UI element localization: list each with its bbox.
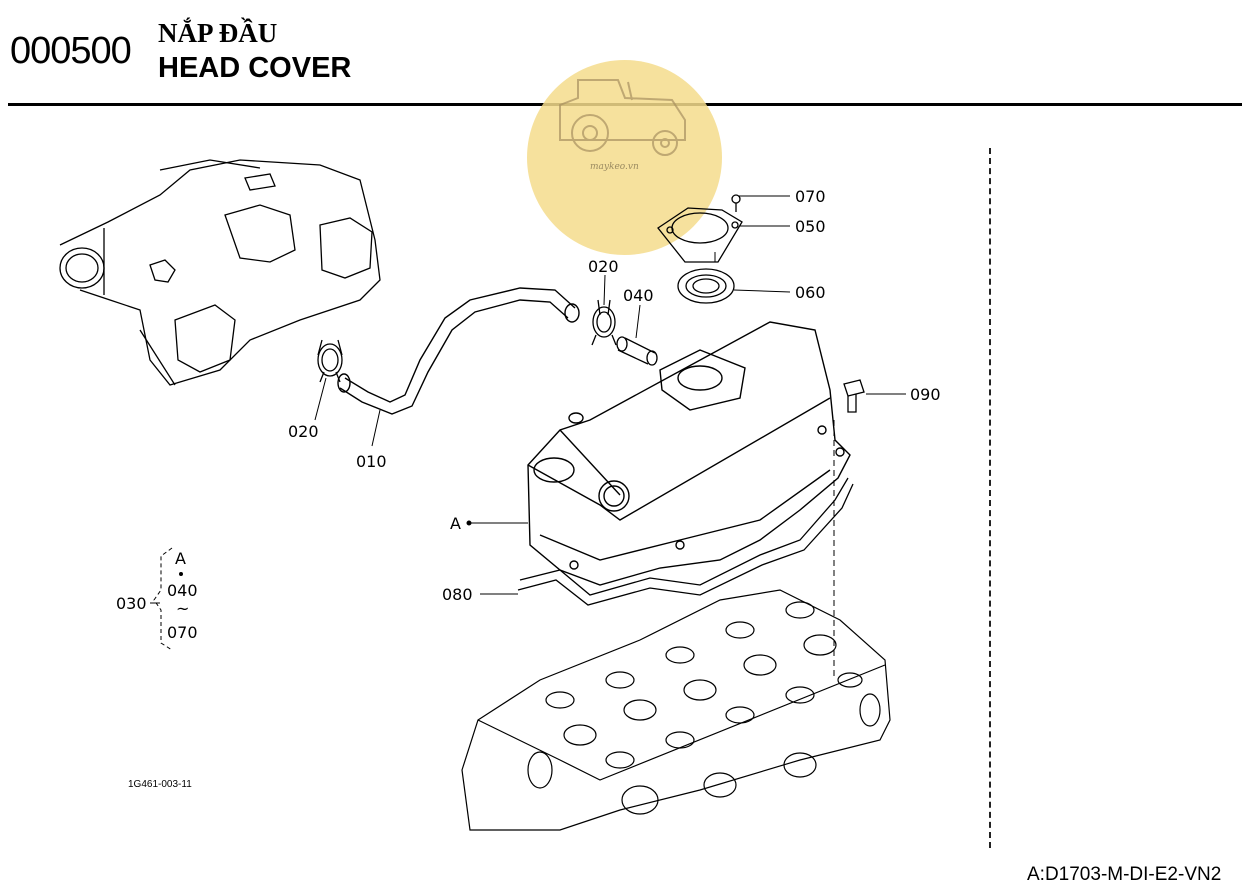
callout-010: 010 <box>356 452 387 471</box>
figure-id: 1G461-003-11 <box>128 779 192 790</box>
section-code: 000500 <box>10 30 132 72</box>
watermark-text: maykeo.vn <box>590 162 639 172</box>
title-english: HEAD COVER <box>158 52 352 84</box>
hose-clip-top-drawing <box>591 299 617 346</box>
bolt-090-drawing <box>833 379 865 680</box>
tractor-icon <box>559 79 686 156</box>
callout-090: 090 <box>910 385 941 404</box>
head-cover-drawing <box>527 321 851 586</box>
callout-060: 060 <box>795 283 826 302</box>
cylinder-head-drawing <box>461 589 891 831</box>
callout-080: 080 <box>442 585 473 604</box>
assembly-ref: A <box>175 549 186 568</box>
callout-040: 040 <box>623 286 654 305</box>
cap-gasket-drawing <box>677 268 735 304</box>
model-code: A:D1703-M-DI-E2-VN2 <box>1027 864 1222 885</box>
assembly-to: 070 <box>167 623 198 642</box>
watermark-logo <box>527 60 722 255</box>
callout-070: 070 <box>795 187 826 206</box>
leader-lines <box>150 195 906 604</box>
oil-filler-cap-drawing <box>657 194 743 263</box>
callout-020-top: 020 <box>588 257 619 276</box>
callout-050: 050 <box>795 217 826 236</box>
assembly-from: 040 <box>167 581 198 600</box>
pipe-040-drawing <box>616 336 658 366</box>
exhaust-manifold-drawing <box>59 159 381 386</box>
hose-clip-left-drawing <box>317 339 343 383</box>
callout-A: A <box>450 514 461 533</box>
title-vietnamese: NẮP ĐẦU <box>158 18 278 48</box>
divider-dashed <box>989 148 991 848</box>
assembly-bracket <box>153 547 183 651</box>
head-cover-gasket-drawing <box>517 477 854 606</box>
breather-hose-drawing <box>337 287 580 415</box>
callout-020-left: 020 <box>288 422 319 441</box>
callout-030: 030 <box>116 594 147 613</box>
assembly-tilde: ~ <box>176 599 189 618</box>
